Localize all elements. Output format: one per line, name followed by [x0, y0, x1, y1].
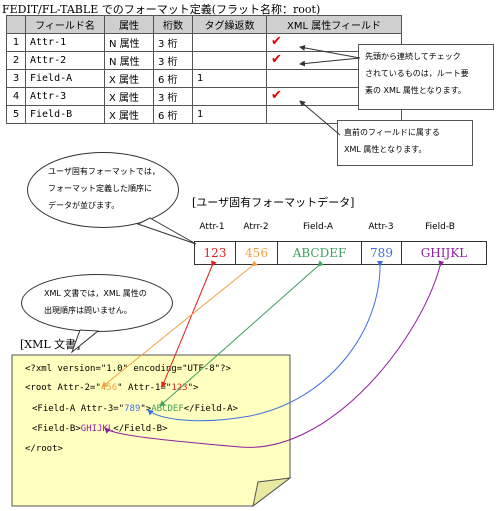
mapping-arrow-attr2 [101, 260, 258, 388]
xml-line-root-close: </root> [25, 444, 63, 454]
note-arrow [299, 44, 361, 59]
xml-text: <Field-A Attr-3=" [32, 404, 125, 414]
note-arrow [299, 100, 341, 136]
mapping-arrow-fielda [159, 260, 324, 407]
xml-document-label: [XML 文書] [20, 338, 81, 351]
page-title: FEDIT/FL-TABLE でのフォーマット定義(フラット名称：root) [2, 3, 321, 16]
column-header-digits: 桁数 [153, 15, 193, 34]
callout-tail [70, 329, 100, 354]
checkmark-icon: ✔ [271, 52, 282, 67]
record-value-fieldb: GHIJKL [401, 242, 486, 264]
table-row: 3 Field-A X 属性 6 桁 1 [6, 69, 402, 88]
record-header-fielda: Field-A [303, 222, 333, 232]
record-header-attr3: Attr-3 [368, 222, 394, 232]
record-value-attr2: 456 [235, 242, 277, 264]
checkmark-icon: ✔ [271, 88, 282, 103]
callout-tail [136, 217, 197, 245]
mapping-arrow-attr1 [161, 260, 217, 388]
callout-text: フォーマット定義した順序に [48, 184, 152, 193]
record-header-fieldb: Field-B [425, 222, 455, 232]
table-header-row: フィールド名 属性 桁数 タグ繰返数 XML 属性フィールド [6, 15, 402, 34]
column-header-field-name: フィールド名 [25, 15, 105, 34]
callout-text: XML 文書では，XML 属性の [44, 289, 147, 298]
column-header-tag-repeat: タグ繰返数 [192, 15, 267, 34]
checkmark-icon: ✔ [271, 34, 282, 49]
callout-user-format: ユーザ固有フォーマットでは， フォーマット定義した順序に データが並びます。 [27, 152, 179, 228]
record-value-attr3: 789 [361, 242, 401, 264]
mapping-arrow-attr3 [147, 260, 384, 422]
mapping-arrow-fieldb [104, 260, 445, 448]
xml-text: </root> [25, 444, 63, 454]
record-header-attr2: Atrr-2 [243, 222, 269, 232]
note-text: XML 属性となります。 [344, 145, 427, 154]
note-text: されているものは，ルート要 [365, 69, 469, 78]
cell-field-name: Field-B [25, 105, 105, 124]
table-row: 5 Field-B X 属性 6 桁 1 [6, 105, 402, 124]
record-header-attr1: Attr-1 [199, 222, 225, 232]
callout-text: データが並びます。 [48, 201, 120, 210]
callout-text: 出現順序は問いません。 [44, 306, 132, 315]
record-value-attr1: 123 [203, 246, 227, 260]
note-text: 素の XML 属性となります。 [365, 86, 466, 95]
note-text: 直前のフィールドに属する [344, 128, 440, 137]
cell-digits: 6 桁 [153, 105, 193, 124]
note-preceding-field-attribute: 直前のフィールドに属する XML 属性となります。 [337, 120, 473, 166]
xml-page-fold [252, 477, 292, 508]
column-header-no [6, 15, 26, 34]
note-root-attributes: 先頭から連続してチェック されているものは，ルート要 素の XML 属性となりま… [358, 44, 494, 110]
xml-value-fieldb: GHIJKL [80, 424, 114, 434]
callout-text: ユーザ固有フォーマットでは， [48, 167, 160, 176]
user-format-label: [ユーザ固有フォーマットデータ] [192, 196, 355, 209]
note-text: 先頭から連続してチェック [365, 52, 461, 61]
xml-text: <root Attr-2=" [25, 383, 101, 393]
xml-text: <Field-B> [32, 424, 81, 434]
note-arrow [299, 57, 361, 67]
record-value-fielda: ABCDEF [277, 242, 361, 264]
